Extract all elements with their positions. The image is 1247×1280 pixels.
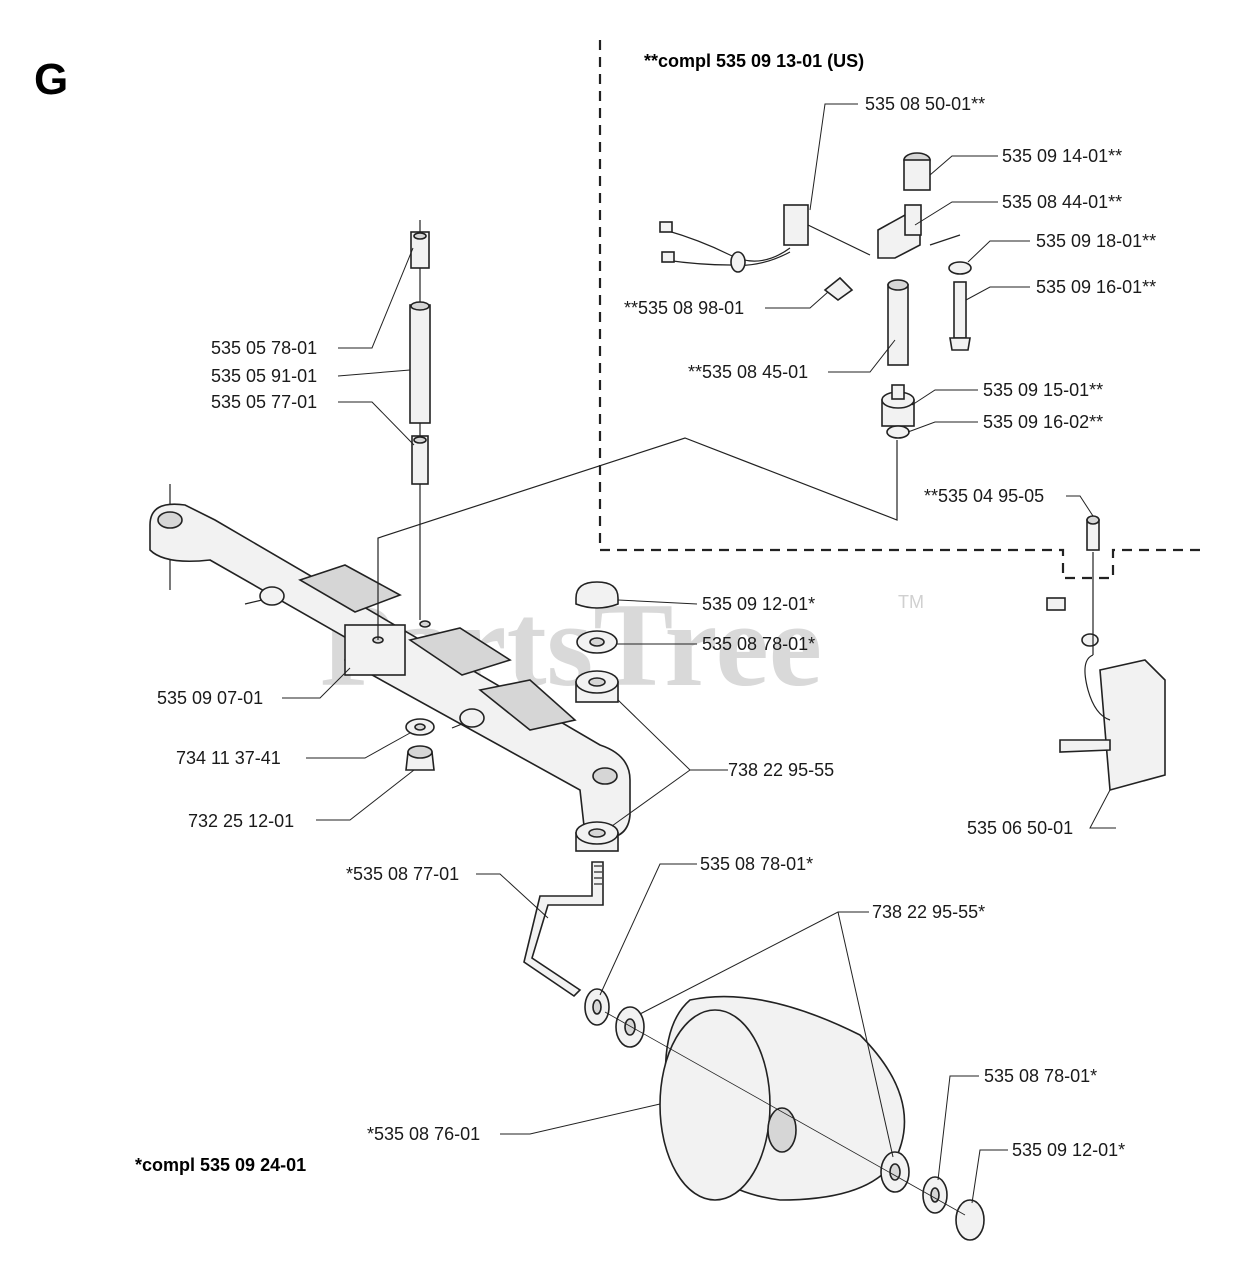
label-535-05-77-01: 535 05 77-01 xyxy=(211,392,317,412)
wheel-part xyxy=(659,995,906,1201)
label-535-05-78-01: 535 05 78-01 xyxy=(211,338,317,358)
nut-732-part xyxy=(405,745,435,771)
screw-916-02-part xyxy=(886,425,910,439)
label-535-09-14-01: 535 09 14-01** xyxy=(1002,146,1122,166)
label-535-08-45-01: **535 08 45-01 xyxy=(688,362,808,382)
sensor-650-part xyxy=(1046,597,1166,792)
label-535-08-78-01-mid: 535 08 78-01* xyxy=(700,854,813,874)
bearing-right-part xyxy=(880,1151,910,1193)
spacer-915-part xyxy=(881,384,915,427)
label-738-22-95-55-star: 738 22 95-55* xyxy=(872,902,985,922)
washer-left-part xyxy=(584,988,610,1026)
label-535-06-50-01: 535 06 50-01 xyxy=(967,818,1073,838)
wheel-axis xyxy=(604,1011,966,1216)
washer-734-part xyxy=(405,718,435,736)
label-734-11-37-41: 734 11 37-41 xyxy=(176,748,281,768)
assembly-link-line xyxy=(377,437,898,640)
label-535-09-16-02: 535 09 16-02** xyxy=(983,412,1103,432)
screw-495-part xyxy=(1086,515,1100,551)
label-535-05-91-01: 535 05 91-01 xyxy=(211,366,317,386)
harness-part xyxy=(659,204,809,273)
bolt-916-part xyxy=(949,281,971,351)
kit-wheel-title: *compl 535 09 24-01 xyxy=(135,1155,306,1175)
watermark-trademark: TM xyxy=(898,592,924,612)
cap-top-part xyxy=(575,581,619,609)
label-535-04-95-05: **535 04 95-05 xyxy=(924,486,1044,506)
switch-bracket-part xyxy=(877,152,931,259)
label-535-08-44-01: 535 08 44-01** xyxy=(1002,192,1122,212)
label-535-08-98-01: **535 08 98-01 xyxy=(624,298,744,318)
clip-part xyxy=(823,276,854,301)
label-535-09-07-01: 535 09 07-01 xyxy=(157,688,263,708)
us-kit-boundary xyxy=(598,40,1200,580)
label-535-09-12-01-low: 535 09 12-01* xyxy=(1012,1140,1125,1160)
assembly-link-line-3 xyxy=(807,224,961,256)
spacer-long-part xyxy=(409,301,431,424)
bearing-bottom-part xyxy=(575,821,619,852)
spacer-bottom-part xyxy=(411,435,429,485)
bearing-top-part xyxy=(575,670,619,703)
spacer-top-part xyxy=(410,231,430,269)
pivot-shaft-part xyxy=(887,279,909,366)
kit-us-title: **compl 535 09 13-01 (US) xyxy=(644,51,864,71)
label-732-25-12-01: 732 25 12-01 xyxy=(188,811,294,831)
label-535-08-78-01-low: 535 08 78-01* xyxy=(984,1066,1097,1086)
axle-crank-part xyxy=(523,861,604,998)
label-535-09-16-01: 535 09 16-01** xyxy=(1036,277,1156,297)
label-535-09-15-01: 535 09 15-01** xyxy=(983,380,1103,400)
label-535-08-76-01: *535 08 76-01 xyxy=(367,1124,480,1144)
label-535-09-18-01: 535 09 18-01** xyxy=(1036,231,1156,251)
label-535-08-78-01-top: 535 08 78-01* xyxy=(702,634,815,654)
washer-top-part xyxy=(576,630,618,654)
label-535-08-77-01: *535 08 77-01 xyxy=(346,864,459,884)
label-535-08-50-01: 535 08 50-01** xyxy=(865,94,985,114)
frame-arm-part xyxy=(149,484,631,839)
washer-right-part xyxy=(922,1176,948,1214)
cap-bottom-part xyxy=(955,1199,985,1241)
washer-918-part xyxy=(948,261,972,275)
bearing-left-part xyxy=(615,1006,645,1048)
label-535-09-12-01-top: 535 09 12-01* xyxy=(702,594,815,614)
label-738-22-95-55: 738 22 95-55 xyxy=(728,760,834,780)
section-letter: G xyxy=(34,55,68,104)
